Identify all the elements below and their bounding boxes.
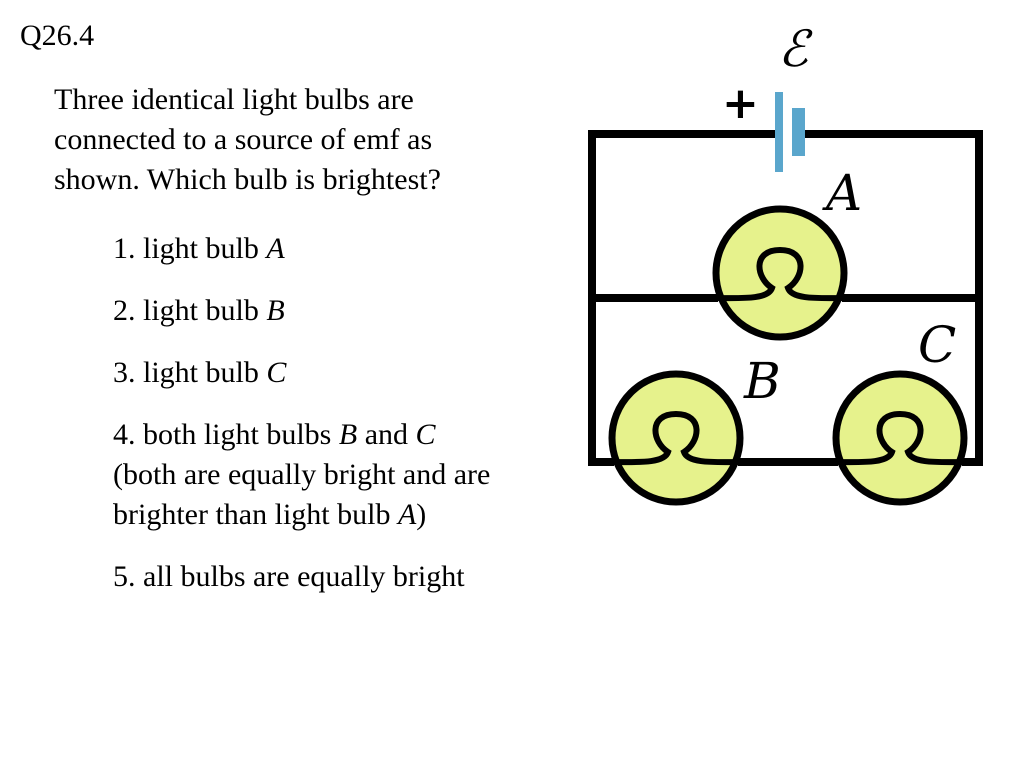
bulb-c-label: C [918,316,956,374]
bulb-b-icon [608,370,744,506]
bulb-c-icon [832,370,968,506]
choice-1-text: 1. light bulb [113,232,267,265]
choice-4[interactable]: 4. both light bulbs B and C (both are equ… [113,415,563,535]
answer-choices: 1. light bulb A 2. light bulb B 3. light… [113,229,563,619]
plus-sign: + [722,78,759,129]
battery-long-plate [775,92,783,172]
bulb-b-label: B [743,352,781,410]
battery-short-plate [792,108,805,156]
choice-4-bulb-c: C [415,418,436,451]
question-number: Q26.4 [20,19,95,52]
bulb-a-icon [712,205,848,341]
emf-label: ℰ [778,20,813,78]
battery-gap-left [783,128,792,140]
choice-4-bulb-a: A [397,498,417,531]
choice-4-line-3: brighter than light bulb [113,498,398,531]
choice-5-text: 5. all bulbs are equally bright [113,560,465,593]
choice-2-text: 2. light bulb [113,294,267,327]
choice-4-bulb-b: B [338,418,358,451]
circuit-wires [588,130,983,466]
battery-icon [775,92,805,172]
choice-4-and: and [357,418,416,451]
choice-3-bulb: C [266,356,287,389]
choice-4-close-paren: ) [416,498,427,531]
choice-1[interactable]: 1. light bulb A [113,229,563,269]
bulb-a-label: A [822,164,862,222]
choice-5[interactable]: 5. all bulbs are equally bright [113,557,563,597]
choice-4-text: 4. both light bulbs [113,418,339,451]
choice-1-bulb: A [266,232,285,265]
choice-3[interactable]: 3. light bulb C [113,353,563,393]
question-text: Three identical light bulbs are connecte… [54,83,441,196]
choice-2-bulb: B [266,294,285,327]
choice-3-text: 3. light bulb [113,356,267,389]
choice-4-line-2: (both are equally bright and are [113,458,491,491]
choice-2[interactable]: 2. light bulb B [113,291,563,331]
